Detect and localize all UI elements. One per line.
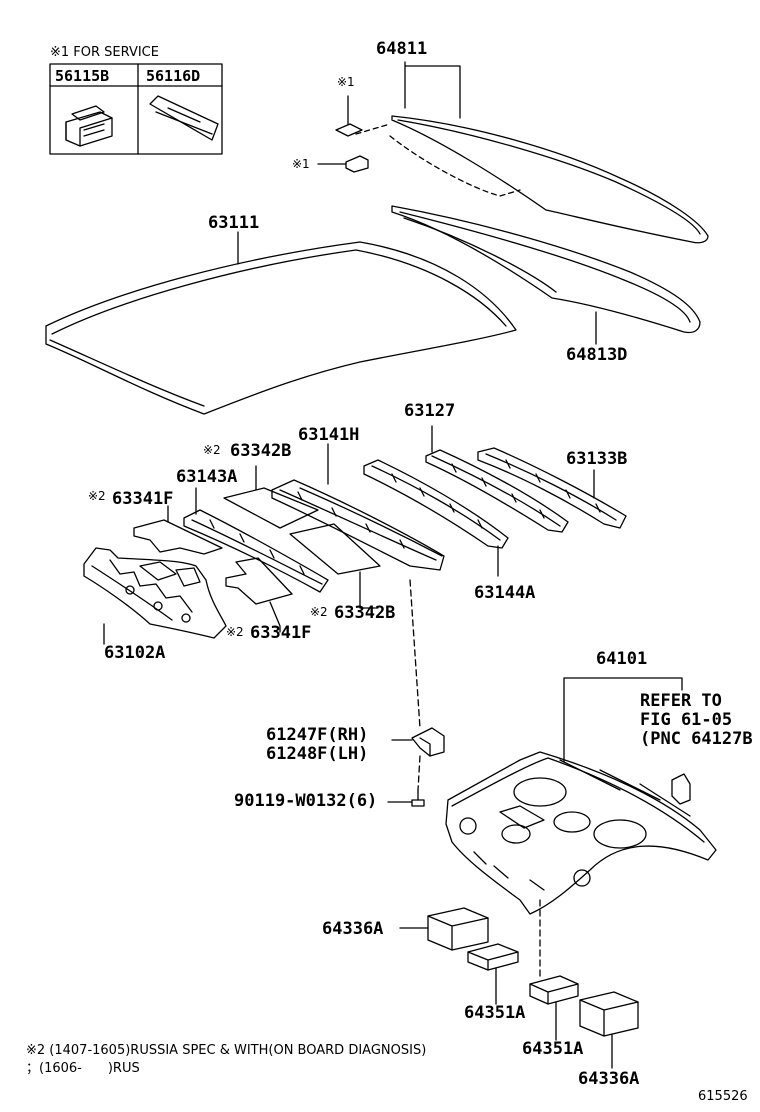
roof-pad-63342b-upper bbox=[223, 465, 319, 529]
part-label-63133b: 63133B bbox=[566, 449, 628, 469]
service-box-header: ※1 FOR SERVICE bbox=[50, 45, 159, 60]
part-label-64351a-right: 64351A bbox=[522, 1039, 584, 1059]
service-marker-63341f-lower: ※2 bbox=[226, 625, 244, 639]
package-tray-64101 bbox=[445, 677, 717, 915]
pad-64351a-right bbox=[529, 975, 579, 1041]
back-window-moulding-64813d bbox=[391, 205, 701, 345]
roof-bow-63133b bbox=[477, 447, 627, 529]
part-label-64811: 64811 bbox=[376, 39, 428, 59]
part-label-63342b-lower: 63342B bbox=[334, 603, 396, 623]
service-marker-63342b-upper: ※2 bbox=[203, 443, 221, 457]
part-label-64336a-lower: 64336A bbox=[578, 1069, 640, 1089]
service-marker-glass-top: ※1 bbox=[337, 75, 355, 89]
part-label-63143a: 63143A bbox=[176, 467, 238, 487]
pad-64336a-upper bbox=[399, 907, 489, 951]
part-label-64101: 64101 bbox=[596, 649, 648, 669]
roof-bow-63127 bbox=[425, 425, 569, 533]
bolt-dashed-line bbox=[417, 755, 421, 791]
part-label-63111: 63111 bbox=[208, 213, 260, 233]
glass-leader-lines bbox=[355, 61, 521, 197]
part-56115b-drawing bbox=[65, 105, 113, 147]
pad-64351a-left bbox=[467, 943, 519, 1005]
part-label-63342b-upper: 63342B bbox=[230, 441, 292, 461]
part-label-64336a-upper: 64336A bbox=[322, 919, 384, 939]
part-label-63144a: 63144A bbox=[474, 583, 536, 603]
roof-pad-63341f-upper bbox=[133, 505, 223, 555]
back-window-glass-64811 bbox=[391, 115, 709, 244]
part-label-63341f-lower: 63341F bbox=[250, 623, 312, 643]
part-label-63141h: 63141H bbox=[298, 425, 360, 445]
service-part-56115b: 56115B bbox=[55, 67, 110, 85]
part-label-63102a: 63102A bbox=[104, 643, 166, 663]
part-label-63341f-upper: 63341F bbox=[112, 489, 174, 509]
service-box-frame bbox=[49, 63, 223, 155]
refer-line-1: REFER TO bbox=[640, 691, 722, 711]
part-56116d-drawing bbox=[149, 95, 219, 141]
part-label-90119: 90119-W0132(6) bbox=[234, 791, 378, 811]
bracket-dashed-line bbox=[409, 579, 421, 729]
part-label-63127: 63127 bbox=[404, 401, 456, 421]
service-marker-63342b-lower: ※2 bbox=[310, 605, 328, 619]
part-label-61248f: 61248F(LH) bbox=[266, 744, 369, 764]
roof-panel-63102a bbox=[83, 547, 227, 645]
bracket-61247f bbox=[391, 727, 445, 757]
service-part-56116d: 56116D bbox=[146, 67, 201, 85]
part-label-64813d: 64813D bbox=[566, 345, 628, 365]
refer-line-3: (PNC 64127B bbox=[640, 729, 753, 749]
refer-line-2: FIG 61-05 bbox=[640, 710, 733, 730]
roof-bow-63144a bbox=[363, 459, 509, 577]
glass-spacer-parts bbox=[317, 95, 369, 173]
roof-header-63141h bbox=[271, 443, 445, 571]
part-label-61247f: 61247F(RH) bbox=[266, 725, 369, 745]
footnote-line-2: ；(1606- )RUS bbox=[26, 1061, 140, 1076]
figure-id: 615526 bbox=[698, 1089, 748, 1104]
roof-reinforcement-63143a bbox=[183, 487, 329, 593]
part-label-64351a-left: 64351A bbox=[464, 1003, 526, 1023]
roof-panel-63111 bbox=[45, 231, 517, 415]
bolt-90119 bbox=[387, 789, 425, 807]
footnote-line-1: ※2 (1407-1605)RUSSIA SPEC & WITH(ON BOAR… bbox=[26, 1043, 427, 1058]
roof-pad-63342b-lower bbox=[289, 523, 381, 609]
service-marker-63341f-upper: ※2 bbox=[88, 489, 106, 503]
service-marker-glass-clip: ※1 bbox=[292, 157, 310, 171]
pad-64336a-lower bbox=[579, 991, 639, 1069]
roof-pad-63341f-lower bbox=[225, 557, 293, 633]
